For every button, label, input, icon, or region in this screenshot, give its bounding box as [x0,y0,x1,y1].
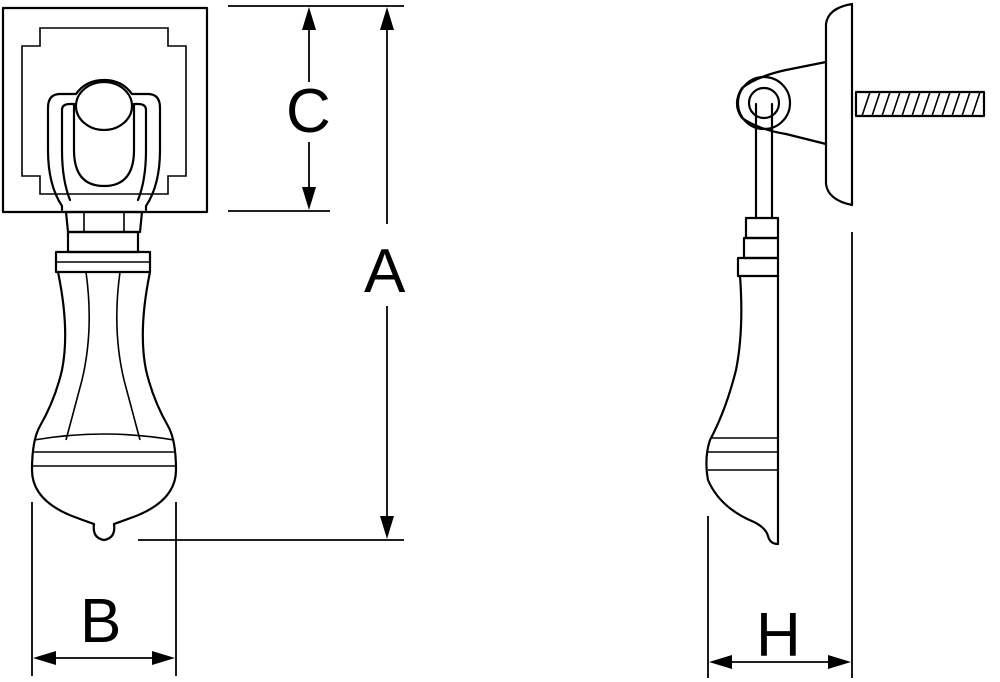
dimension-a: A [138,7,406,541]
arrow-head [302,7,316,30]
arrow-head [380,516,394,539]
bail-inner [60,102,148,202]
pivot-outer [736,75,792,131]
side-drop-body [705,274,780,546]
bail-collar [64,210,144,234]
dimension-b: B [31,502,177,676]
drop-band [33,433,175,441]
arrow-head [380,7,394,30]
threaded-screw [854,90,986,118]
dimension-label-b: B [80,587,121,656]
arrow-head [828,655,851,669]
side-view [705,2,986,546]
side-drop-collar [736,256,780,278]
neck [66,230,140,254]
backplate-profile [824,2,854,207]
drop-facet-line [65,271,90,441]
dimension-label-c: C [286,77,331,146]
dimension-h: H [707,232,853,678]
drop-body [30,270,178,542]
arrow-head [33,651,56,665]
dimension-label-a: A [364,237,406,306]
backplate-inner-border [21,27,187,195]
backplate-outer [1,6,209,214]
front-view [1,6,209,542]
side-neck [742,236,780,260]
dimension-c: C [228,5,404,212]
drop-facet-line [116,271,141,441]
bail-outer [46,78,162,212]
bail-pivot [74,80,134,132]
dimension-label-h: H [756,601,801,670]
pivot-boss [735,60,828,146]
arrow-head [709,655,732,669]
pivot-inner [747,86,781,120]
arrow-head [302,187,316,210]
arrow-head [152,651,175,665]
side-collar [744,216,780,240]
